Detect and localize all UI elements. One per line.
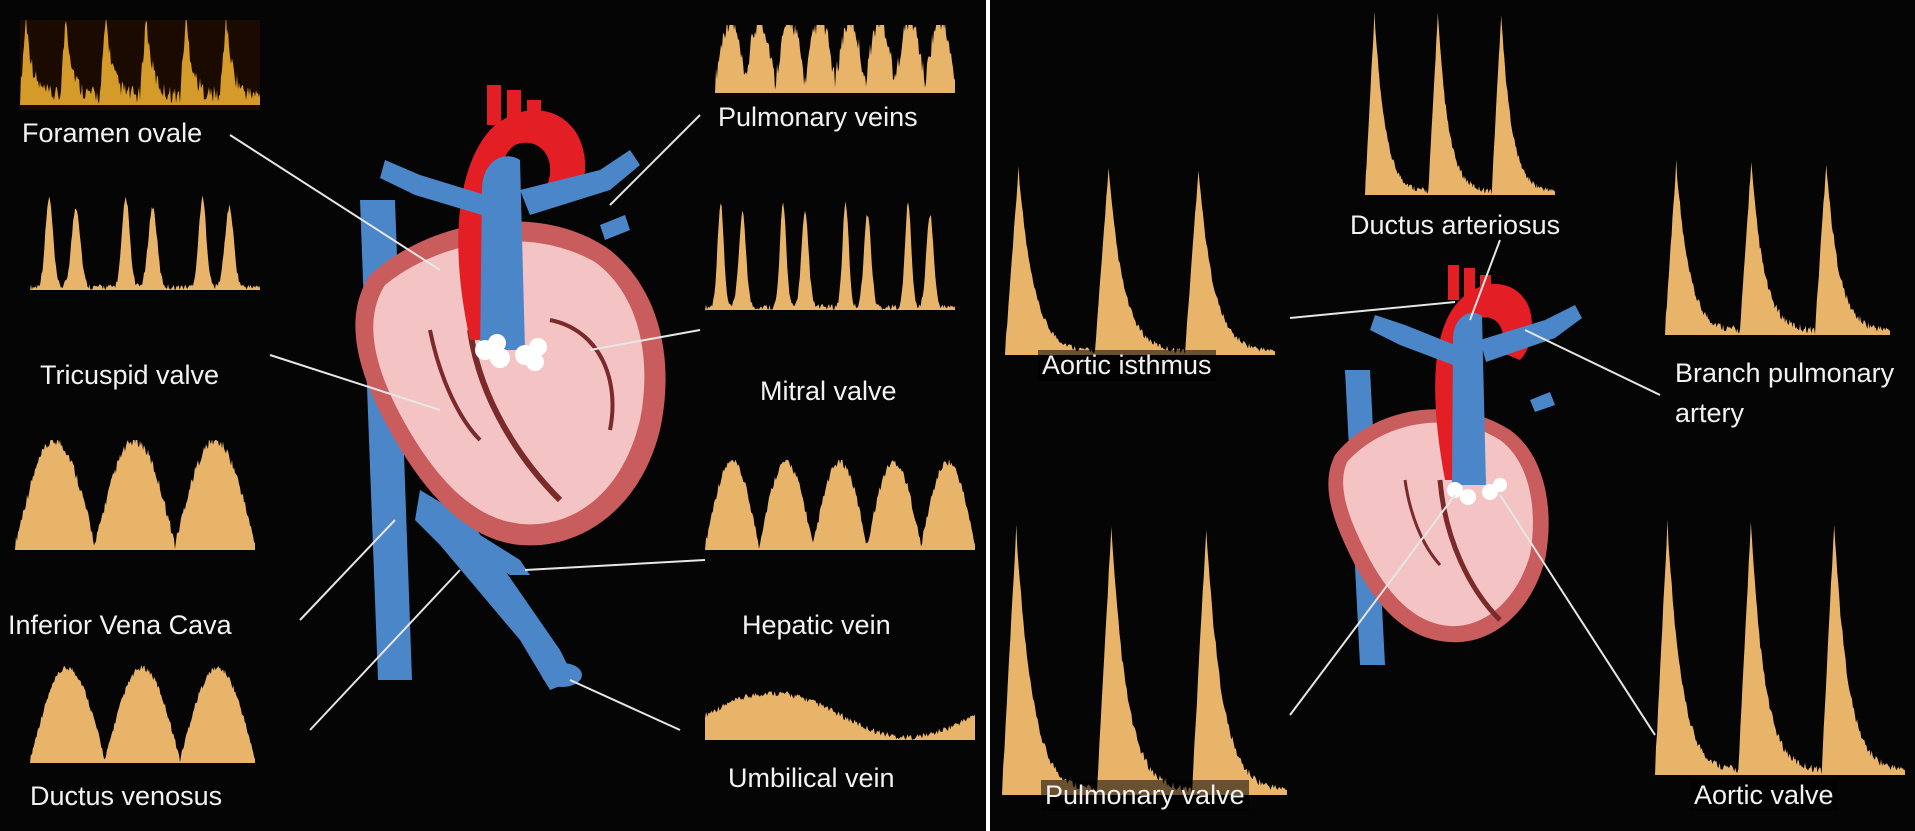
fetal-heart-diagram-right <box>990 0 1915 831</box>
label-foramen-ovale: Foramen ovale <box>22 120 202 147</box>
left-panel-fetal-circulation-venous: Foramen ovale Tricuspid valve Inferior V… <box>0 0 986 831</box>
label-hepatic-vein: Hepatic vein <box>742 612 891 639</box>
label-tricuspid-valve: Tricuspid valve <box>40 362 219 389</box>
label-branch-pulmonary-artery-line1: Branch pulmonary <box>1675 360 1894 387</box>
right-panel-fetal-circulation-arterial: Ductus arteriosus Aortic isthmus Branch … <box>990 0 1915 831</box>
label-umbilical-vein: Umbilical vein <box>728 765 895 792</box>
label-ductus-arteriosus: Ductus arteriosus <box>1350 212 1560 239</box>
label-ductus-venosus: Ductus venosus <box>30 783 222 810</box>
label-aortic-isthmus: Aortic isthmus <box>1038 350 1216 381</box>
label-aortic-valve: Aortic valve <box>1690 780 1838 811</box>
label-inferior-vena-cava: Inferior Vena Cava <box>8 612 232 639</box>
label-pulmonary-valve: Pulmonary valve <box>1041 780 1249 811</box>
label-branch-pulmonary-artery-line2: artery <box>1675 400 1744 427</box>
label-mitral-valve: Mitral valve <box>760 378 897 405</box>
label-pulmonary-veins: Pulmonary veins <box>718 104 918 131</box>
heart-illustration-right <box>1328 265 1582 665</box>
heart-illustration <box>355 85 665 690</box>
